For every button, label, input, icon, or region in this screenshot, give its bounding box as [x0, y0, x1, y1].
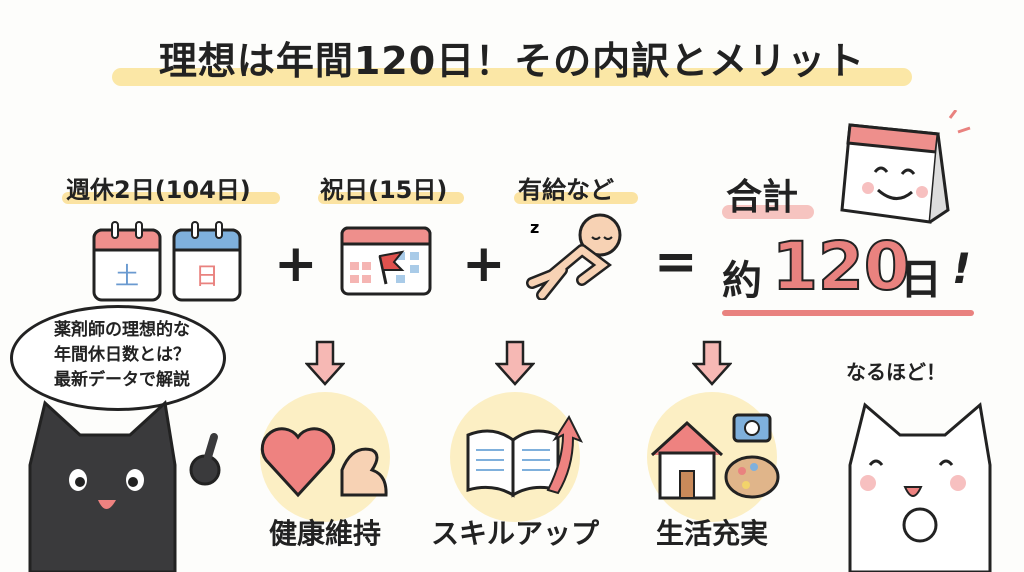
- down-arrow-icon: [495, 340, 535, 386]
- total-exclaim: !: [952, 244, 972, 293]
- saturday-glyph: 土: [115, 262, 139, 290]
- weekend-calendars-icon: 土 日: [92, 221, 242, 302]
- label-highlight: [62, 192, 280, 204]
- holiday-label: 祝日(15日): [320, 176, 448, 204]
- heart-muscle-icon: [260, 427, 388, 498]
- title-highlight: [112, 68, 912, 86]
- cat-reaction: なるほど！: [846, 360, 946, 384]
- total-suffix: 日: [900, 255, 943, 304]
- benefit-label-health: 健康維持: [268, 517, 381, 550]
- benefit-label-life: 生活充実: [655, 517, 768, 550]
- speech-bubble: [10, 305, 226, 411]
- relaxing-person-icon: z: [526, 213, 622, 300]
- down-arrow-icon: [692, 340, 732, 386]
- total-underline: [722, 310, 974, 316]
- white-cat-illustration: [848, 402, 992, 572]
- sleep-z: z: [530, 218, 539, 237]
- total-prefix: 約: [722, 258, 762, 304]
- total-label: 合計: [726, 177, 799, 218]
- page-title: 理想は年間120日！その内訳とメリット: [158, 39, 866, 83]
- equals-sign: =: [654, 232, 698, 292]
- bubble-line: 薬剤師の理想的な: [54, 320, 190, 340]
- sunday-glyph: 日: [195, 262, 219, 290]
- bubble-line: 年間休日数とは？: [54, 345, 190, 365]
- total-label-highlight: [722, 205, 814, 219]
- paid-leave-label: 有給など: [518, 176, 614, 204]
- total-number: 120: [771, 227, 911, 306]
- plus-sign: +: [274, 234, 318, 294]
- black-cat-illustration: [28, 400, 221, 572]
- label-highlight: [318, 192, 464, 204]
- speech-bubble-text: 薬剤師の理想的な 年間休日数とは？ 最新データで解説: [22, 318, 222, 393]
- smiling-calendar-icon: [840, 110, 971, 224]
- bubble-line: 最新データで解説: [54, 370, 190, 390]
- benefit-label-skill: スキルアップ: [430, 517, 599, 550]
- house-hobby-icon: [650, 413, 780, 500]
- holiday-calendar-icon: [340, 226, 432, 296]
- plus-sign: +: [462, 234, 506, 294]
- weekend-label: 週休2日(104日): [66, 176, 251, 204]
- label-highlight: [514, 192, 638, 204]
- book-growth-icon: [466, 414, 584, 498]
- down-arrow-icon: [305, 340, 345, 386]
